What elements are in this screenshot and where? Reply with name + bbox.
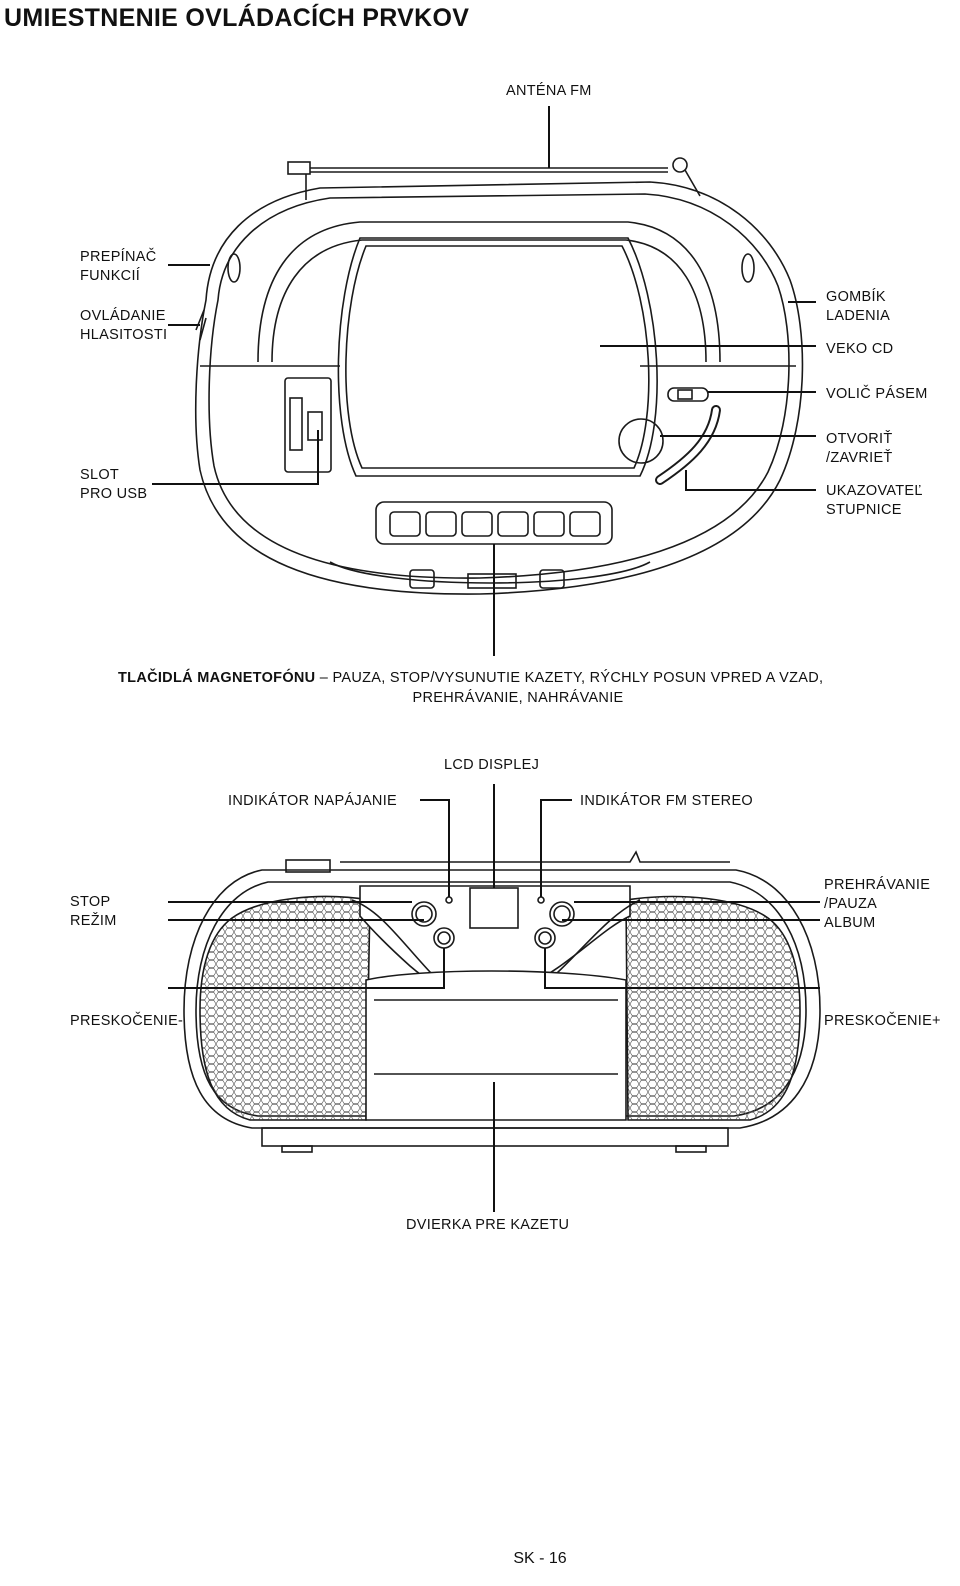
usb-slot-housing (284, 377, 332, 473)
label-band-selector: VOLIČ PÁSEM (826, 386, 928, 402)
caption-rest: – PAUZA, STOP/VYSUNUTIE KAZETY, RÝCHLY P… (315, 670, 824, 686)
top-leader-lines (152, 106, 816, 656)
label-stop-mode: STOP REŽIM (70, 894, 117, 929)
top-view-device (194, 157, 804, 595)
left-speaker-grille (199, 895, 371, 1121)
label-tuning-knob: GOMBÍK LADENIA (826, 289, 891, 324)
label-power-indicator: INDIKÁTOR NAPÁJANIE (228, 793, 397, 809)
dial-indicator (655, 405, 721, 485)
skip-forward-button (534, 927, 556, 949)
label-cassette-door: DVIERKA PRE KAZETU (406, 1217, 570, 1233)
right-speaker-grille (625, 895, 801, 1121)
cassette-door (365, 970, 627, 1121)
lcd-screen (469, 887, 519, 929)
label-skip-forward: PRESKOČENIE+ (824, 1013, 941, 1029)
power-indicator-led (445, 896, 453, 904)
caption-line2: PREHRÁVANIE, NAHRÁVANIE (412, 690, 624, 706)
top-body-outline (194, 181, 804, 595)
label-usb-slot: SLOT PRO USB (80, 467, 148, 502)
fm-stereo-led (537, 896, 545, 904)
top-handle (257, 221, 721, 363)
label-open-close: OTVORIŤ /ZAVRIEŤ (826, 431, 893, 466)
label-dial-indicator: UKAZOVATEĽ STUPNICE (826, 483, 923, 518)
skip-back-button (433, 927, 455, 949)
label-lcd-display: LCD DISPLEJ (444, 757, 540, 773)
front-leader-lines (168, 784, 820, 1212)
label-fm-stereo-indicator: INDIKÁTOR FM STEREO (580, 793, 754, 809)
label-function-switch: PREPÍNAČ FUNKCIÍ (80, 249, 157, 284)
cassette-buttons-caption: TLAČIDLÁ MAGNETOFÓNU – PAUZA, STOP/VYSUN… (118, 668, 878, 708)
label-play-pause-album: PREHRÁVANIE /PAUZA ALBUM (824, 877, 931, 931)
label-cd-lid: VEKO CD (826, 341, 894, 357)
cassette-buttons-panel (375, 501, 613, 545)
front-body-outline (183, 869, 821, 1129)
label-skip-back: PRESKOČENIE- (70, 1013, 184, 1029)
label-antenna-fm: ANTÉNA FM (506, 83, 592, 99)
front-view-device (183, 850, 821, 1153)
cd-lid (337, 237, 658, 477)
page-title: UMIESTNENIE OVLÁDACÍCH PRVKOV (4, 4, 470, 32)
open-close-button (618, 418, 664, 464)
band-selector-switch (667, 387, 709, 402)
label-volume-control: OVLÁDANIE HLASITOSTI (80, 308, 168, 343)
caption-bold: TLAČIDLÁ MAGNETOFÓNU (118, 670, 316, 686)
fm-antenna (287, 157, 701, 200)
page-number: SK - 16 (513, 1550, 567, 1567)
usb-port (307, 411, 323, 441)
